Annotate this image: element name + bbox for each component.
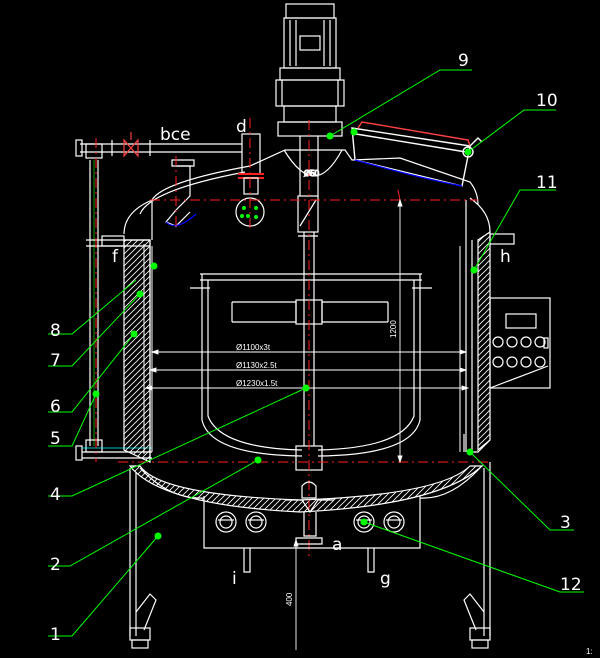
callout-3: 3 [560,513,571,533]
motor [275,3,345,137]
callout-5: 5 [50,429,61,449]
callout-12: 12 [560,575,582,595]
nozzles-fh [101,233,515,452]
dimension-lines [144,198,470,650]
leader-dots [92,128,478,540]
callout-11: 11 [536,173,558,193]
callout-8: 8 [50,321,61,341]
callout-9: 9 [458,51,469,71]
nozzle-bce [165,159,197,227]
dim-shell-outer: Ø1230x1.5t [236,379,278,388]
centerlines [95,118,492,560]
callout-4: 4 [50,485,61,505]
bottom-outlet [203,481,421,573]
label-g: g [380,569,391,589]
control-panel [489,297,551,389]
label-f: f [112,247,119,267]
flange-dim: Ø50 [304,169,320,178]
vessel-shell [123,197,491,513]
callout-7: 7 [50,351,61,371]
callout-1: 1 [50,625,61,645]
label-i: i [232,569,237,589]
top-head [139,149,479,240]
support-legs [129,365,549,649]
manhole [351,121,483,187]
dim-shell-inner: Ø1100x3t [236,343,271,352]
dim-height-1200: 1200 [389,320,398,338]
label-d: d [236,117,247,137]
label-a: a [332,535,342,555]
dim-shell-jacket: Ø1130x2.5t [236,361,278,370]
shaft-seal: Ø50 [283,149,343,179]
callout-10: 10 [536,91,558,111]
leader-lines [48,69,584,637]
label-bce: bce [160,125,191,145]
dim-height-400: 400 [285,592,294,606]
corner-scale: 1: [586,647,593,656]
callout-2: 2 [50,555,61,575]
callout-6: 6 [50,397,61,417]
anchor-agitator [190,136,432,471]
jacket-lines [143,244,461,454]
label-h: h [500,247,511,267]
top-pipe [75,132,242,158]
